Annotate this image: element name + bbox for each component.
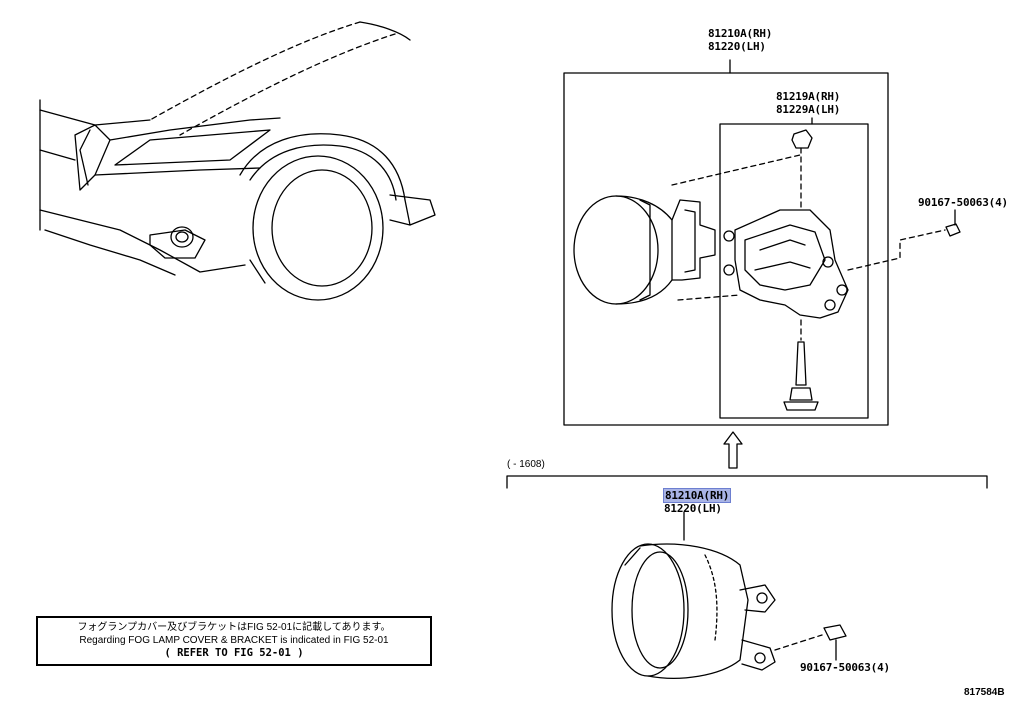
aim-screw — [783, 319, 819, 411]
highlighted-part-number[interactable]: 81210A(RH) — [662, 488, 732, 503]
lower-fog-lamp — [611, 543, 776, 679]
figure-id: 817584B — [964, 687, 1005, 698]
bracket-rh-callout[interactable]: 81219A(RH) — [776, 90, 841, 103]
note-japanese: フォグランプカバー及びブラケットはFIG 52-01に記載してあります。 — [77, 622, 391, 633]
upper-lamp-rh-callout[interactable]: 81210A(RH) — [708, 27, 773, 40]
lower-screw-callout[interactable]: 90167-50063(4) — [800, 661, 890, 674]
lower-lamp-lh-callout[interactable]: 81220(LH) — [664, 502, 722, 515]
car-front-illustration — [39, 21, 436, 301]
reference-note: フォグランプカバー及びブラケットはFIG 52-01に記載してあります。 Reg… — [36, 616, 432, 666]
bracket-sub-box — [719, 123, 869, 419]
bracket-lh-callout[interactable]: 81229A(LH) — [776, 103, 841, 116]
upper-fog-lamp — [573, 154, 801, 305]
range-bracket — [506, 475, 988, 489]
upper-assembly-box — [563, 72, 889, 426]
note-english: Regarding FOG LAMP COVER & BRACKET is in… — [79, 635, 389, 646]
lower-lamp-rh-callout[interactable]: 81210A(RH) — [662, 488, 732, 503]
up-arrow-icon — [723, 431, 743, 469]
lamp-bracket — [723, 209, 849, 319]
upper-lamp-lh-callout[interactable]: 81220(LH) — [708, 40, 766, 53]
production-range-label: ( - 1608) — [507, 459, 545, 470]
clip-nut — [791, 129, 813, 211]
upper-screw — [847, 209, 961, 271]
upper-screw-callout[interactable]: 90167-50063(4) — [918, 196, 1008, 209]
note-refer-link[interactable]: ( REFER TO FIG 52-01 ) — [164, 647, 304, 659]
lower-screw — [774, 624, 847, 661]
